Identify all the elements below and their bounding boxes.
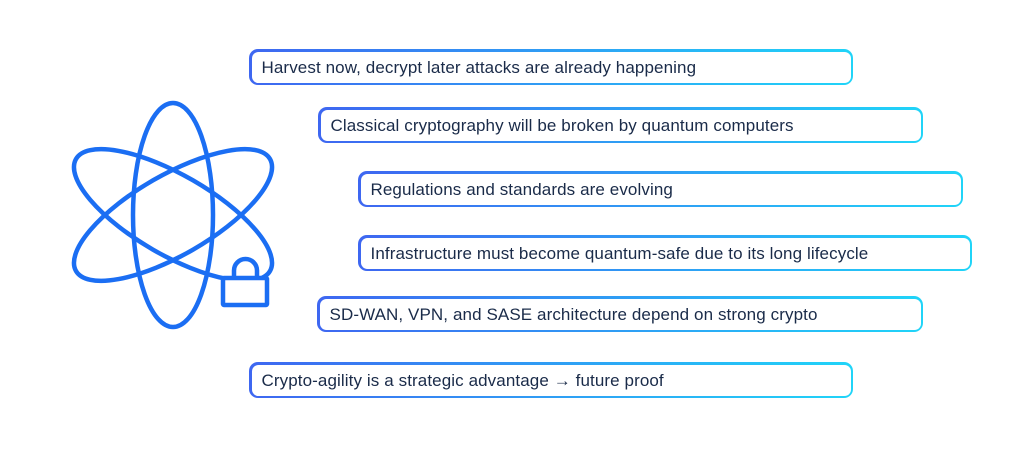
callout-infrastructure: Infrastructure must become quantum-safe … <box>358 235 972 271</box>
callout-classical-crypto-inner: Classical cryptography will be broken by… <box>320 109 921 141</box>
callout-harvest-now: Harvest now, decrypt later attacks are a… <box>249 49 853 85</box>
padlock-shackle <box>231 256 260 280</box>
callout-harvest-now-inner: Harvest now, decrypt later attacks are a… <box>251 51 851 83</box>
callout-label: Classical cryptography will be broken by… <box>330 115 794 135</box>
callout-label: Harvest now, decrypt later attacks are a… <box>261 57 697 77</box>
callout-infrastructure-inner: Infrastructure must become quantum-safe … <box>360 237 970 269</box>
callout-regulations: Regulations and standards are evolving <box>358 171 963 207</box>
callout-label: Regulations and standards are evolving <box>370 179 673 199</box>
callout-classical-crypto: Classical cryptography will be broken by… <box>318 107 923 143</box>
padlock-body <box>220 275 270 308</box>
callout-label: SD-WAN, VPN, and SASE architecture depen… <box>329 304 818 324</box>
callout-sdwan-vpn-sase-inner: SD-WAN, VPN, and SASE architecture depen… <box>319 298 921 330</box>
callout-crypto-agility: Crypto-agility is a strategic advantage … <box>249 362 853 398</box>
callout-label: Crypto-agility is a strategic advantage … <box>261 370 664 390</box>
callout-label: Infrastructure must become quantum-safe … <box>370 243 869 263</box>
callout-regulations-inner: Regulations and standards are evolving <box>360 173 961 205</box>
callout-sdwan-vpn-sase: SD-WAN, VPN, and SASE architecture depen… <box>317 296 923 332</box>
atom-with-padlock-icon <box>71 100 275 330</box>
callout-crypto-agility-inner: Crypto-agility is a strategic advantage … <box>251 364 851 396</box>
